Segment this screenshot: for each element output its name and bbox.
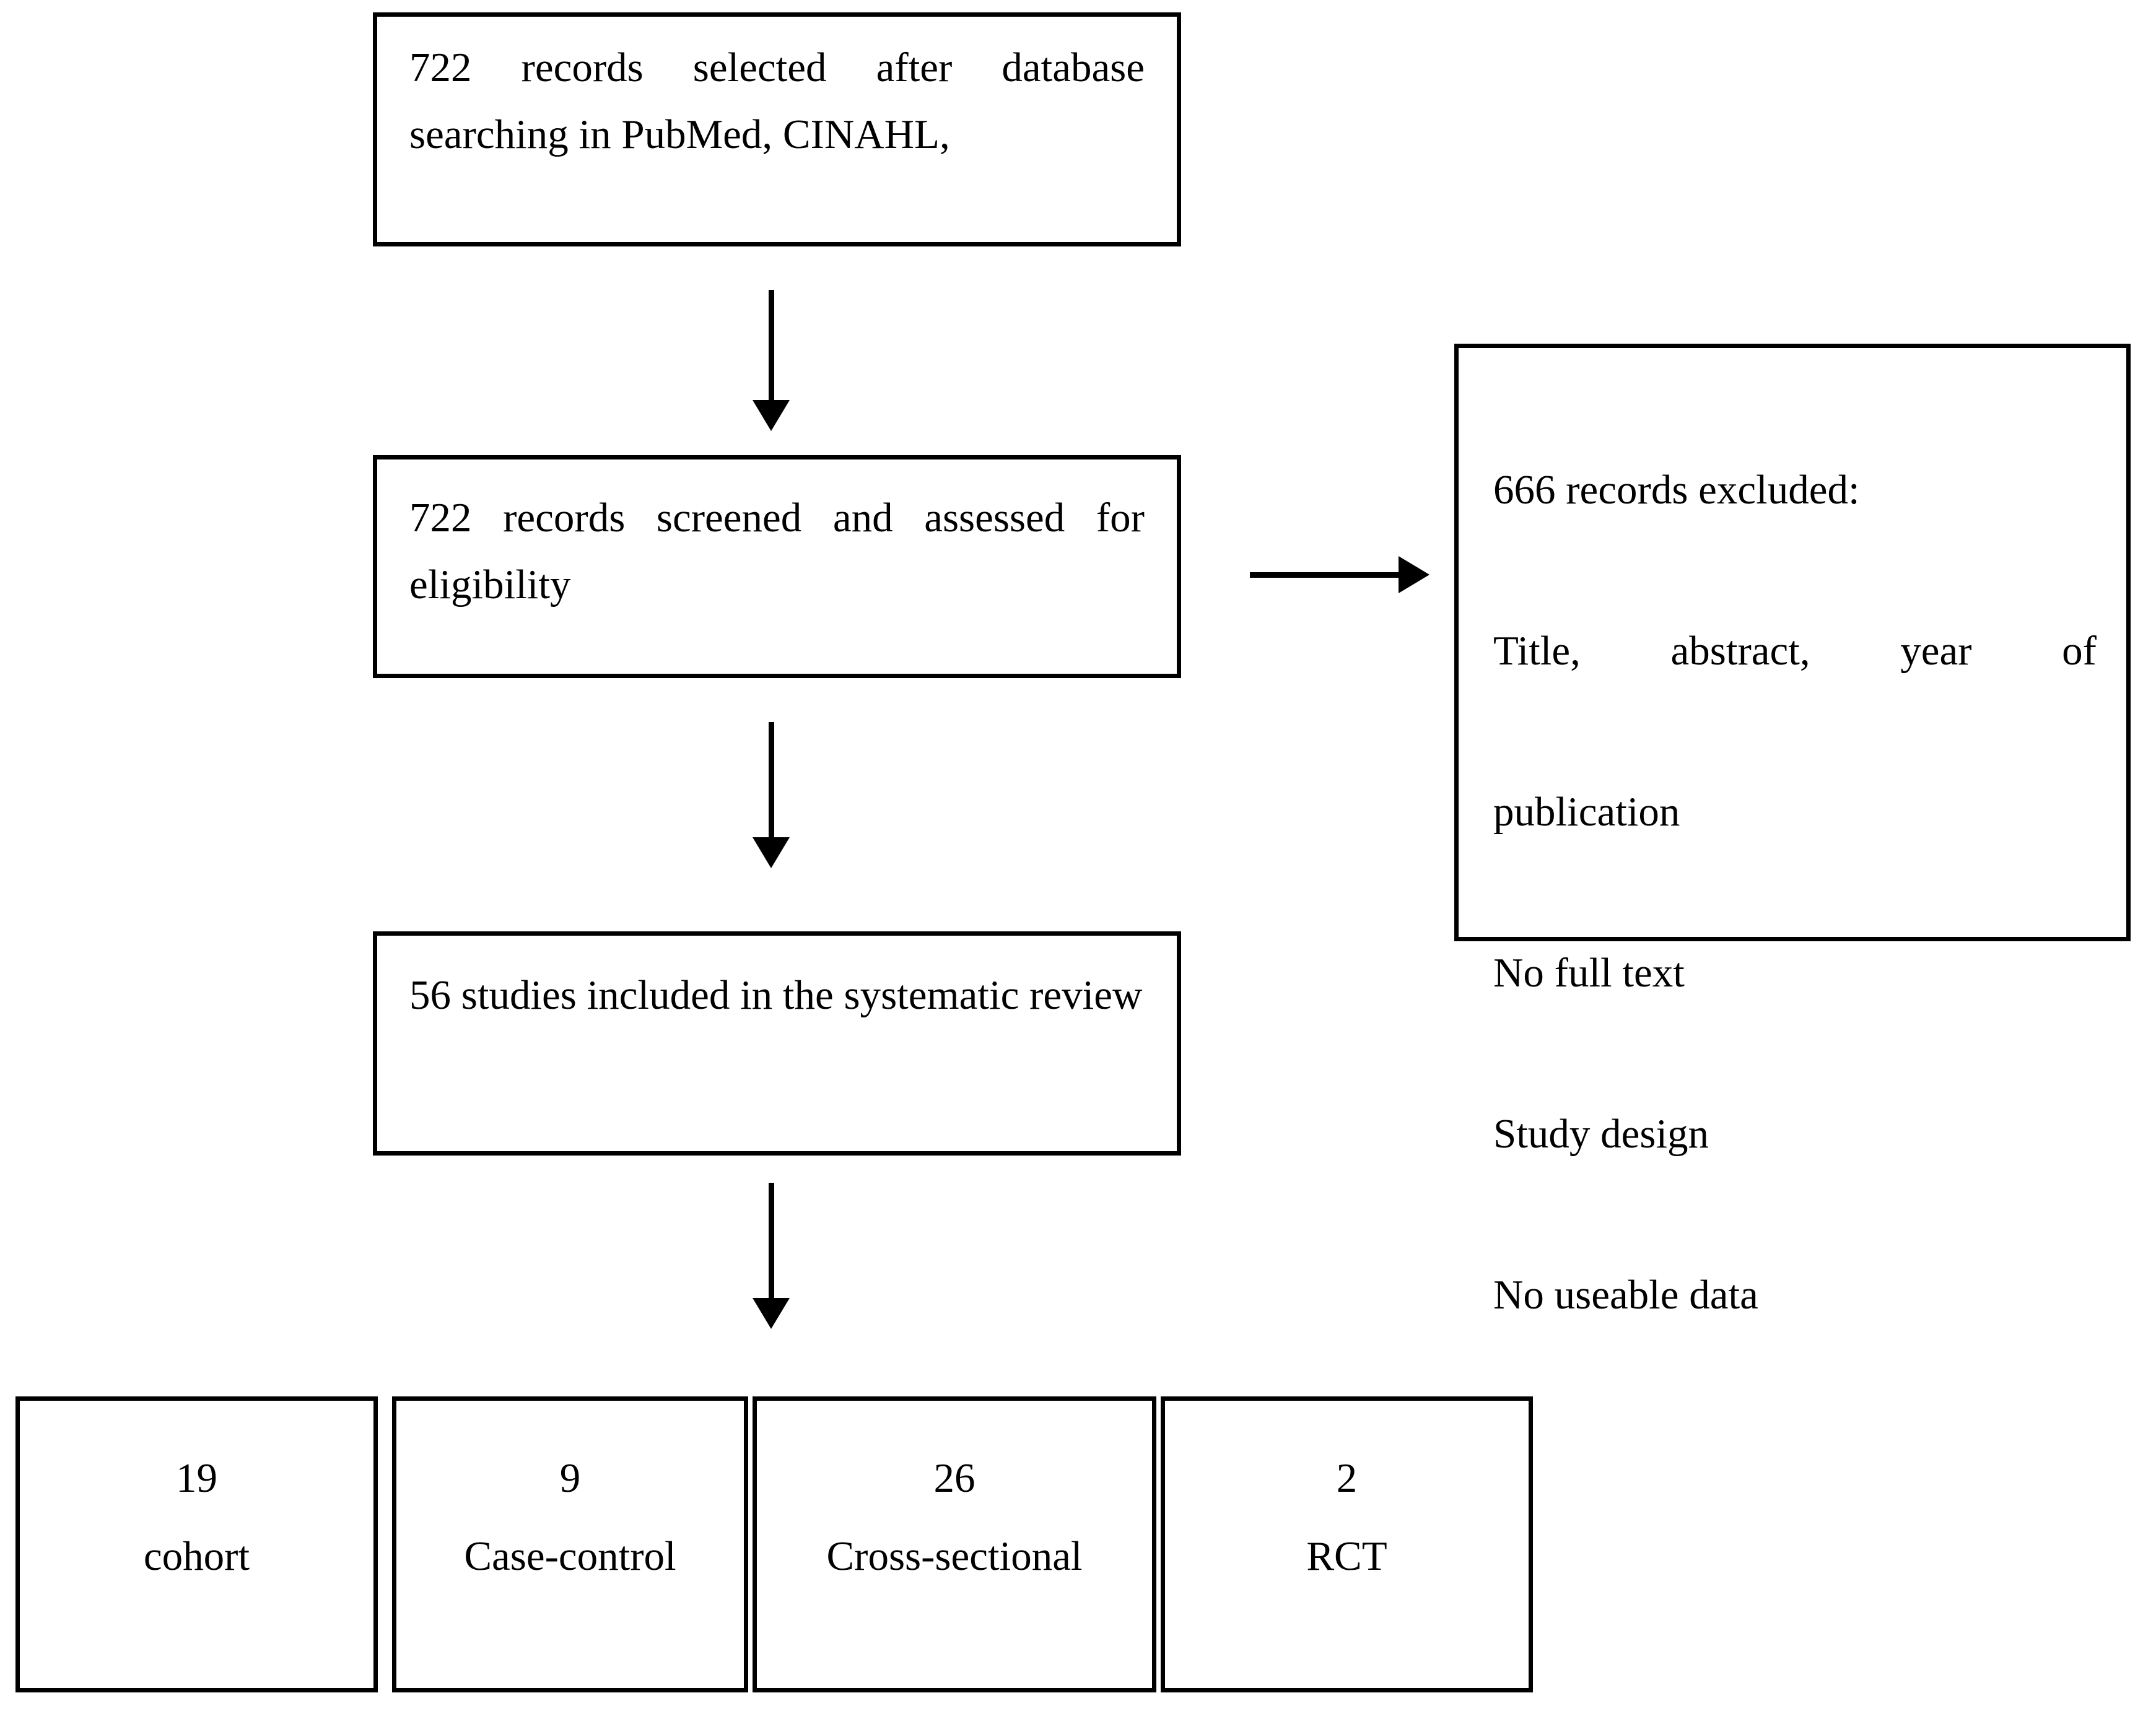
arrow-head-right-icon (1399, 556, 1429, 593)
excluded-reason-line-0: Title, abstract, year of (1493, 628, 2097, 674)
arrow-shaft (769, 722, 774, 838)
study-type-label: Cross-sectional (826, 1533, 1083, 1579)
study-type-label: RCT (1306, 1533, 1387, 1579)
node-records-screened: 722 records screened and assessed for el… (373, 455, 1181, 678)
arrow-screening-to-included (753, 722, 790, 871)
arrow-head-down-icon (753, 837, 790, 868)
arrow-head-down-icon (753, 1298, 790, 1329)
arrow-included-to-study-types (753, 1183, 790, 1331)
study-type-count: 19 (176, 1455, 217, 1501)
node-study-type-case-control: 9 Case-control (392, 1396, 748, 1692)
study-type-count: 2 (1336, 1455, 1358, 1501)
studies-included-text: 56 studies included in the systematic re… (409, 972, 1143, 1018)
records-excluded-text: 666 records excluded: Title, abstract, y… (1493, 369, 2097, 1416)
node-study-type-cohort: 19 cohort (15, 1396, 378, 1692)
records-identified-text: 722 records selected after database sear… (409, 45, 1145, 157)
arrow-shaft (769, 290, 774, 401)
node-studies-included: 56 studies included in the systematic re… (373, 931, 1181, 1156)
excluded-reason-line-2: No full text (1493, 950, 1685, 996)
arrow-head-down-icon (753, 400, 790, 431)
node-records-identified: 722 records selected after database sear… (373, 12, 1181, 246)
arrow-screening-to-excluded (1250, 556, 1429, 593)
study-type-count: 9 (559, 1455, 581, 1501)
arrow-shaft (769, 1183, 774, 1299)
excluded-reason-line-4: No useable data (1493, 1272, 1758, 1318)
study-type-count: 26 (933, 1455, 975, 1501)
excluded-reason-line-3: Study design (1493, 1111, 1709, 1157)
arrow-identification-to-screening (753, 290, 790, 432)
arrow-shaft (1250, 572, 1402, 578)
node-records-excluded: 666 records excluded: Title, abstract, y… (1454, 344, 2131, 1318)
node-study-type-rct: 2 RCT (1161, 1396, 1533, 1692)
study-type-label: cohort (143, 1533, 250, 1579)
study-type-label: Case-control (464, 1533, 676, 1579)
excluded-heading: 666 records excluded: (1493, 467, 1860, 513)
excluded-reason-line-1: publication (1493, 789, 1680, 835)
node-study-type-cross-sectional: 26 Cross-sectional (753, 1396, 1156, 1692)
records-screened-text: 722 records screened and assessed for el… (409, 495, 1145, 607)
